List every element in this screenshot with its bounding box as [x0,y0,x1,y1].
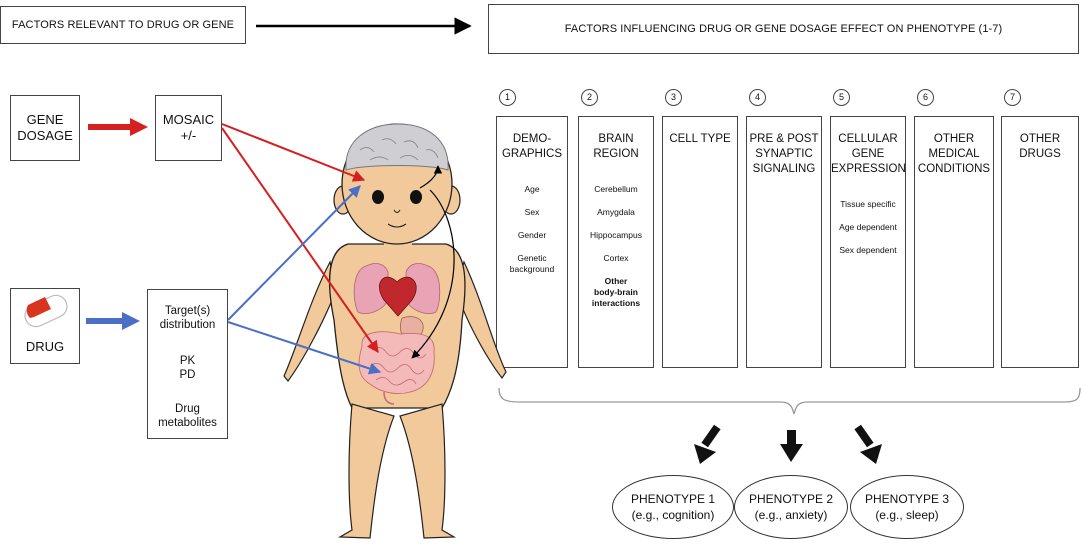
phenotype-2-example: (e.g., anxiety) [754,508,828,522]
factor-number-2: 2 [581,89,598,106]
factor-number-5: 5 [833,89,850,106]
factor-title: PRE & POST SYNAPTIC SIGNALING [749,133,819,175]
mosaic-label: MOSAIC +/- [162,112,215,143]
header-left-box: FACTORS RELEVANT TO DRUG OR GENE [0,6,246,44]
drug-box: DRUG [10,288,80,364]
factor-item: Cortex [603,253,629,263]
factor-title: DEMO- GRAPHICS [501,133,563,160]
gene-dosage-box: GENE DOSAGE [10,95,80,161]
pk-pd-text: PK PD [179,355,196,381]
arrow-to-phenotype-2 [780,430,803,462]
phenotype-1-name: PHENOTYPE 1 [630,492,716,506]
drug-to-info-arrow [86,312,140,330]
factor-number-6: 6 [917,89,934,106]
mosaic-box: MOSAIC +/- [155,95,222,161]
factor-column-3: CELL TYPE [662,116,738,368]
drug-label: DRUG [25,339,65,354]
factor-title: BRAIN REGION [593,133,639,160]
factor-item: Hippocampus [590,230,642,240]
drug-metabolites-text: Drug metabolites [158,403,217,429]
mosaic-to-gut-arrow [221,127,379,353]
factor-title: CELLULAR GENE EXPRESSION [831,133,906,175]
factor-number-1: 1 [499,89,516,106]
mosaic-to-brain-arrow [221,123,366,182]
phenotype-2-name: PHENOTYPE 2 [748,492,834,506]
phenotype-1-example: (e.g., cognition) [631,508,715,522]
arrow-to-phenotype-3 [854,424,882,464]
factors-brace [498,387,1081,415]
child-body-figure [283,123,507,539]
factor-title: OTHER DRUGS [1019,133,1061,160]
phenotype-3: PHENOTYPE 3 (e.g., sleep) [850,475,964,539]
phenotype-3-name: PHENOTYPE 3 [864,492,950,506]
factor-item: Cerebellum [594,184,638,194]
drug-info-box: Target(s) distribution PK PD Drug metabo… [147,289,228,439]
factor-number-4: 4 [749,89,766,106]
factor-item: Gender [517,230,547,240]
factor-item: Genetic background [509,253,555,274]
drug-to-brain-arrow [227,185,361,321]
gut-brain-loop-arrow [411,189,455,359]
factor-item: Age [524,184,540,194]
factor-column-7: OTHER DRUGS [1001,116,1079,368]
factor-number-3: 3 [665,89,682,106]
factor-title: OTHER MEDICAL CONDITIONS [917,133,991,175]
gene-dosage-label: GENE DOSAGE [17,112,73,143]
header-left-text: FACTORS RELEVANT TO DRUG OR GENE [11,19,235,31]
factor-column-4: PRE & POST SYNAPTIC SIGNALING [746,116,822,368]
factor-item: Tissue specific [840,199,896,209]
brain-gut-loop-arrowhead [419,165,443,189]
factor-number-7: 7 [1004,89,1021,106]
factor-item: Age dependent [839,222,897,232]
factor-title: CELL TYPE [669,133,731,145]
phenotype-2: PHENOTYPE 2 (e.g., anxiety) [734,475,848,539]
factor-item: Sex [524,207,540,217]
factor-item-bold: Other body-brain interactions [591,276,641,308]
header-right-box: FACTORS INFLUENCING DRUG OR GENE DOSAGE … [488,4,1079,54]
header-right-text: FACTORS INFLUENCING DRUG OR GENE DOSAGE … [564,23,1003,35]
factor-item: Sex dependent [839,245,897,255]
drug-to-gut-arrow [227,321,382,375]
target-distribution-text: Target(s) distribution [159,305,216,331]
factor-item: Amygdala [597,207,635,217]
phenotype-3-example: (e.g., sleep) [875,508,939,522]
phenotype-1: PHENOTYPE 1 (e.g., cognition) [612,475,734,539]
arrow-to-phenotype-1 [694,424,721,464]
gene-to-mosaic-arrow [88,118,148,136]
factor-column-6: OTHER MEDICAL CONDITIONS [914,116,994,368]
